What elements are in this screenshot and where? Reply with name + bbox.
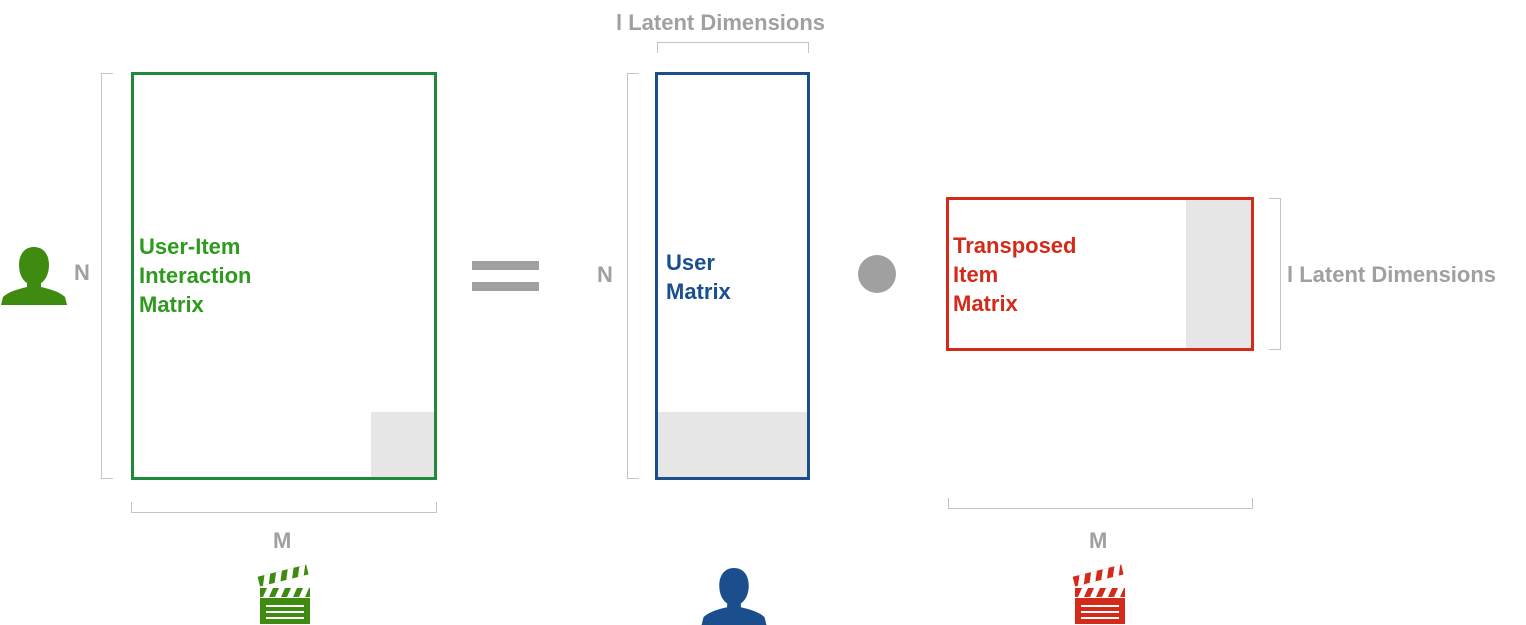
clapperboard-icon xyxy=(257,564,310,624)
user-matrix xyxy=(655,72,810,480)
item-matrix-line-2: Item xyxy=(953,262,999,287)
m-right-label: M xyxy=(1089,528,1108,553)
n-middle-bracket xyxy=(627,73,639,479)
n-middle-label: N xyxy=(597,262,613,287)
user-matrix-line-1: User xyxy=(666,250,715,275)
user-item-line-3: Matrix xyxy=(139,292,204,317)
user-item-matrix xyxy=(131,72,437,480)
dot-product-icon xyxy=(858,255,896,293)
latent-right-label: l Latent Dimensions xyxy=(1287,262,1497,287)
latent-top-bracket xyxy=(657,42,809,53)
user-icon xyxy=(1,247,67,305)
item-matrix-line-1: Transposed xyxy=(953,233,1077,258)
m-left-label: M xyxy=(273,528,292,553)
n-left-label: N xyxy=(74,260,90,285)
equals-icon xyxy=(472,261,539,291)
n-left-bracket xyxy=(101,73,113,479)
user-icon xyxy=(701,567,767,625)
m-right-bracket xyxy=(948,498,1253,509)
transposed-item-matrix-label: Transposed Item Matrix xyxy=(953,231,1076,318)
user-item-line-1: User-Item xyxy=(139,234,241,259)
user-item-line-2: Interaction xyxy=(139,263,252,288)
user-matrix-label: User Matrix xyxy=(666,248,731,306)
clapperboard-icon xyxy=(1072,564,1125,624)
user-matrix-highlight xyxy=(658,412,807,477)
transposed-item-matrix xyxy=(946,197,1254,351)
item-matrix-line-3: Matrix xyxy=(953,291,1018,316)
user-item-highlight xyxy=(371,412,434,477)
user-item-matrix-label: User-Item Interaction Matrix xyxy=(139,232,251,319)
item-matrix-highlight xyxy=(1186,200,1251,348)
user-matrix-line-2: Matrix xyxy=(666,279,731,304)
m-left-bracket xyxy=(131,502,437,513)
latent-top-label: l Latent Dimensions xyxy=(616,10,826,35)
latent-right-bracket xyxy=(1269,198,1281,350)
